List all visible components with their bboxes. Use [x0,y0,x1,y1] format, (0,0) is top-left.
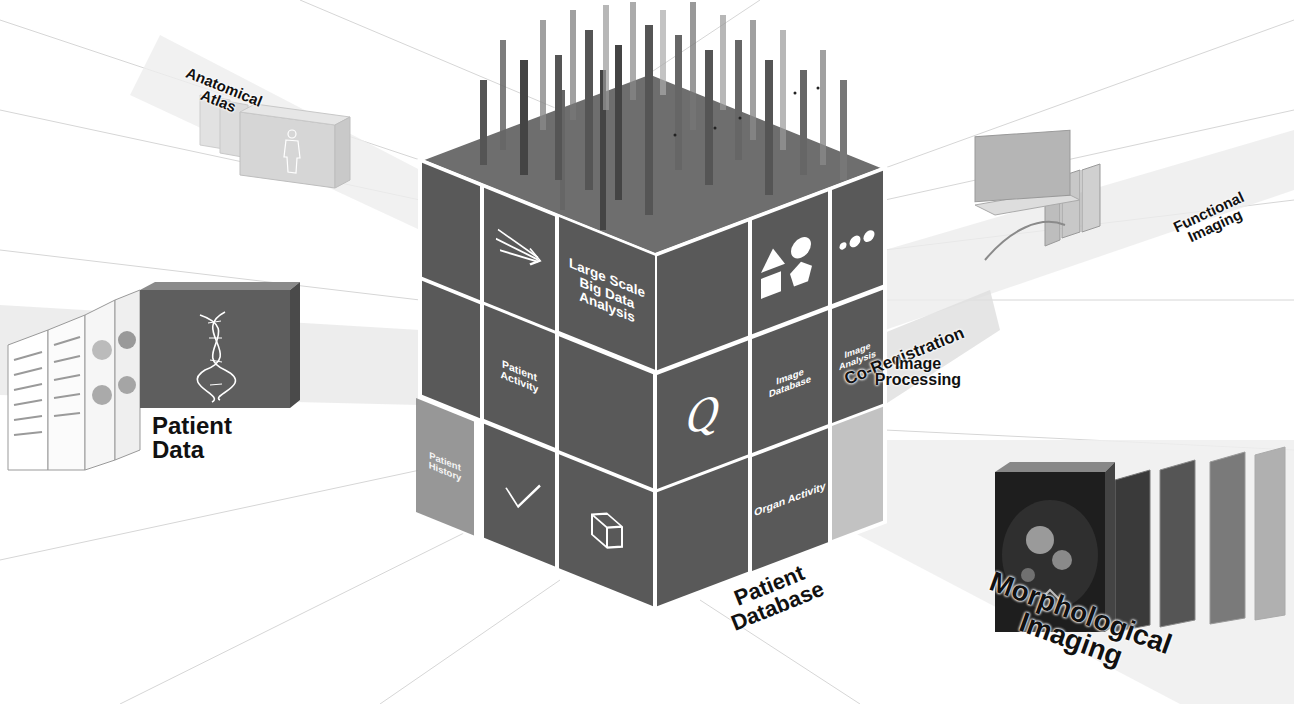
tile-text: Q [684,381,721,449]
cube-right-face [653,165,887,611]
cube-tile: Patient History [416,398,474,535]
patient-data-sheets [8,290,140,470]
tile-text: Patient Activity [484,349,555,404]
cube-left-face [418,157,659,612]
section-label: Patient Data [152,414,262,462]
dna-box [140,282,300,408]
tile-text: Large Scale Big Data Analysis [559,250,655,337]
tile-text: Patient History [416,443,474,491]
tile-text: Organ Activity [752,478,827,522]
functional-band [885,130,1294,330]
data-bars [480,2,847,230]
functional-boxes [975,130,1100,260]
tile-text: Image Database [752,355,828,408]
morphological-band [830,440,1294,704]
cube-tile: Image Analysis [832,290,883,423]
section-label: Image Processing [868,356,968,388]
atlas-band [130,35,420,230]
